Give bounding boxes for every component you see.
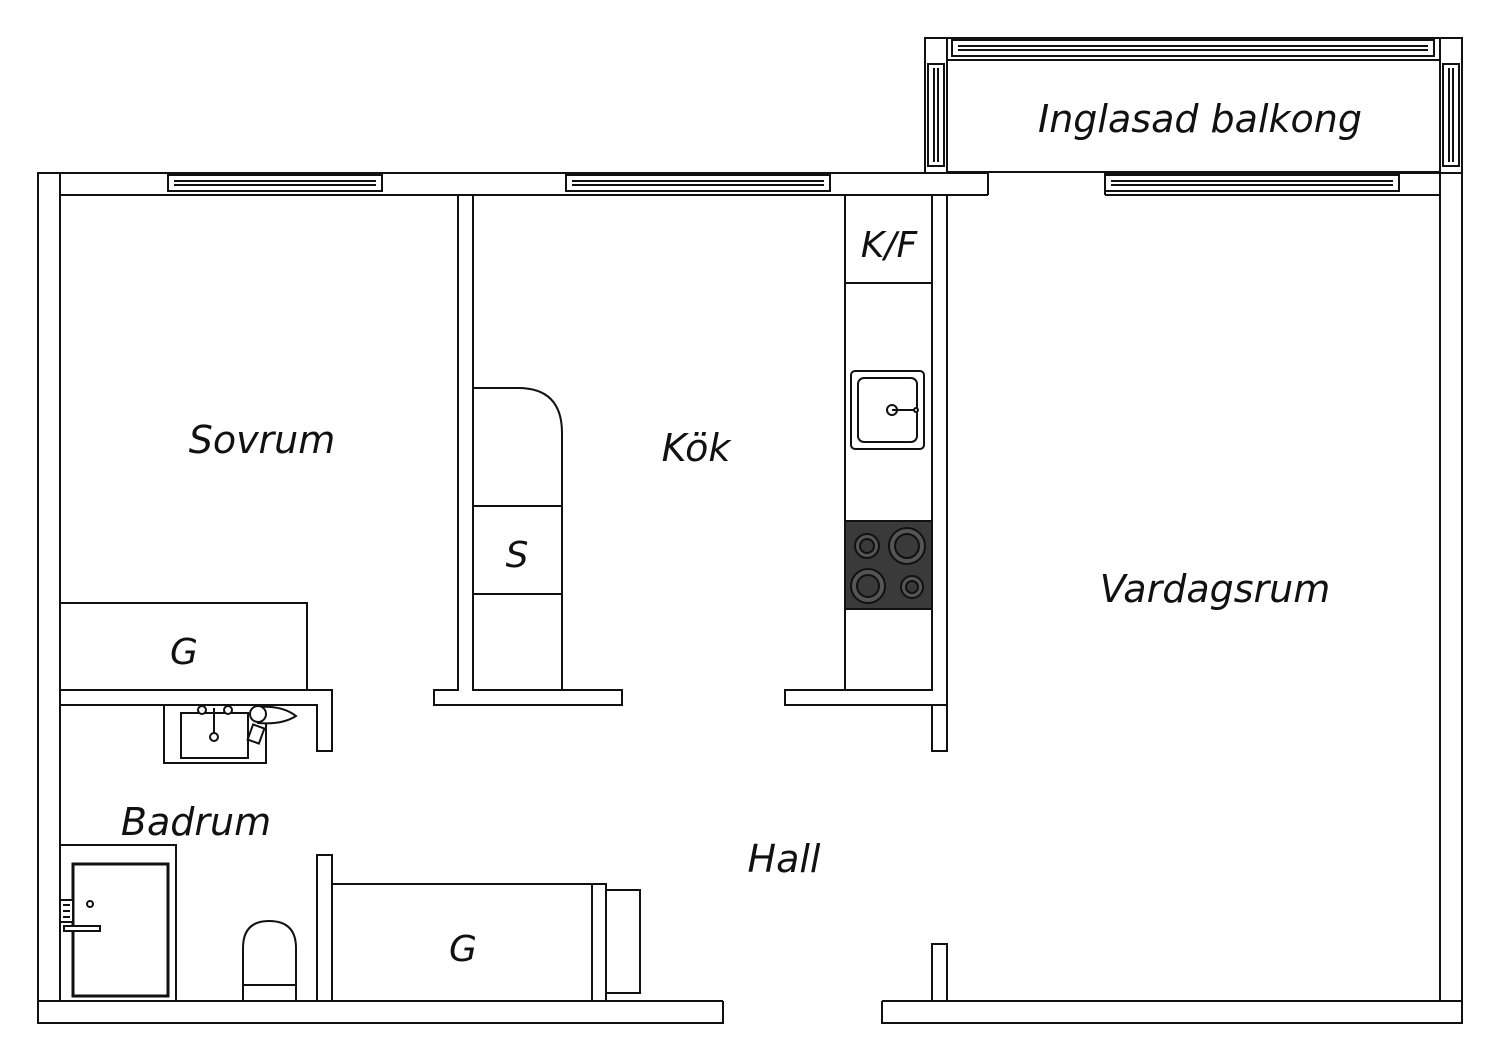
living-room-label: Vardagsrum	[1100, 567, 1331, 611]
toilet	[242, 919, 297, 1002]
bathroom-sink	[163, 704, 267, 764]
wardrobe-hall-label: G	[449, 929, 477, 970]
bathroom-label: Badrum	[121, 800, 271, 844]
wardrobe-bedroom-label: G	[170, 632, 198, 673]
balcony-window-left	[927, 63, 945, 167]
window-living-room	[1104, 174, 1400, 192]
wardrobe-bedroom	[59, 602, 308, 691]
balcony-window-top	[951, 39, 1435, 57]
window-kitchen	[565, 174, 831, 192]
window-bedroom	[167, 174, 383, 192]
balcony-label: Inglasad balkong	[1038, 97, 1362, 141]
wardrobe-hall	[331, 883, 641, 1002]
kitchen-left-unit	[472, 387, 563, 691]
pantry-cabinet-label: S	[506, 535, 529, 576]
shower	[59, 844, 177, 1002]
kitchen-sink	[850, 370, 925, 450]
bedroom-label: Sovrum	[189, 418, 336, 462]
interior-walls	[59, 194, 948, 1002]
bathroom-faucet	[246, 705, 298, 745]
hall-label: Hall	[748, 837, 821, 881]
stove	[844, 520, 933, 610]
fridge-freezer-label: K/F	[861, 225, 919, 266]
kitchen-label: Kök	[662, 426, 733, 470]
balcony-window-right	[1442, 63, 1460, 167]
